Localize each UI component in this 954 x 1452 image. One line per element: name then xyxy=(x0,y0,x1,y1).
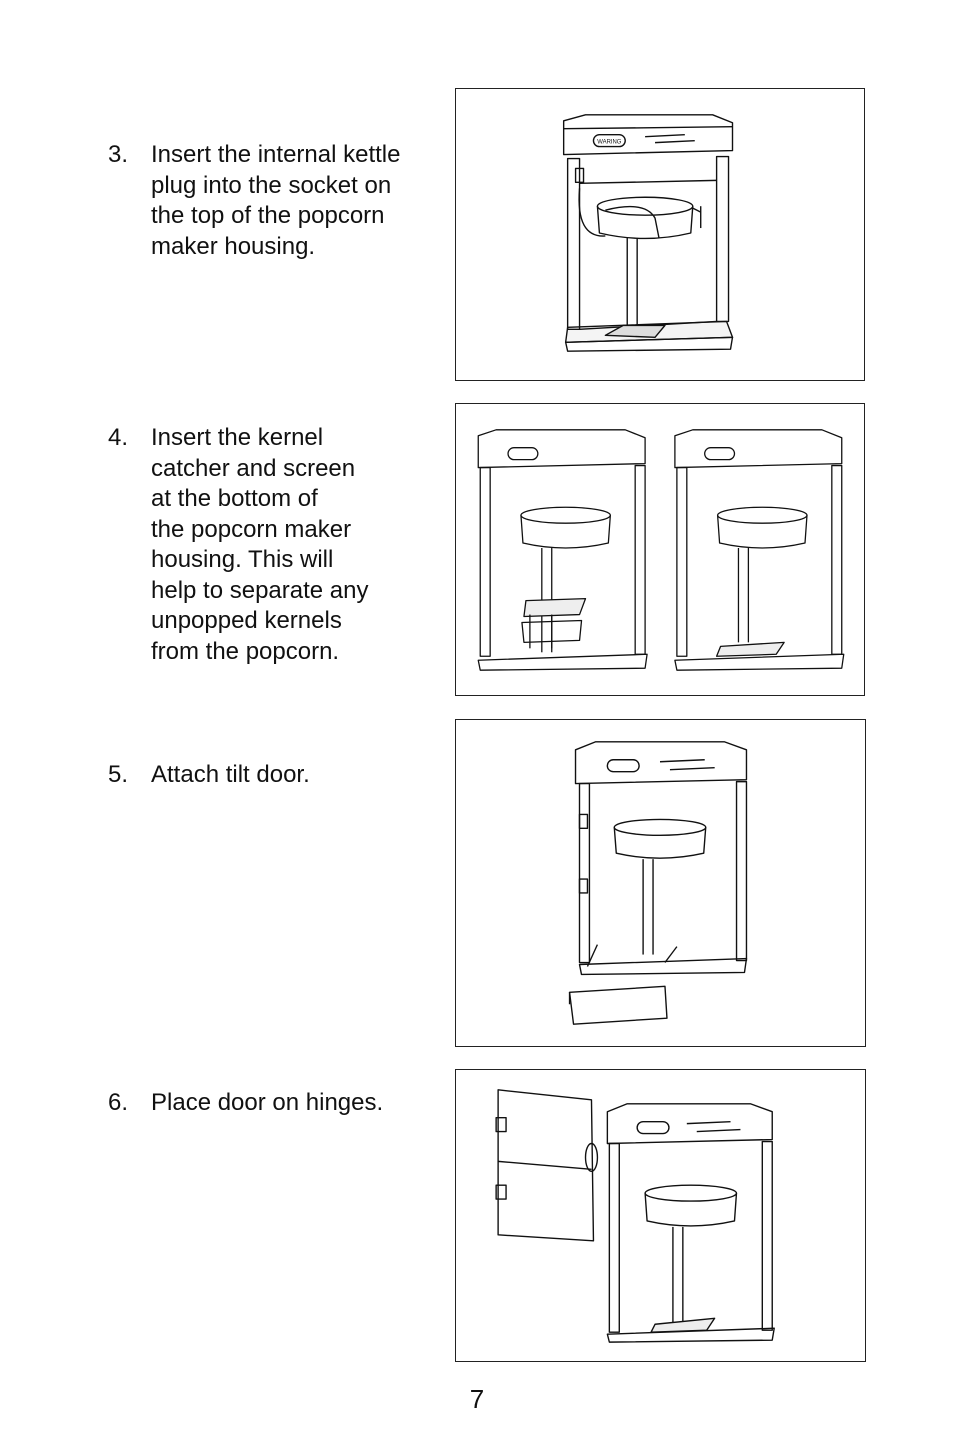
figure-step-6-door-on-hinges xyxy=(455,1069,866,1362)
step-5: 5. Attach tilt door. xyxy=(108,760,443,791)
step-6: 6. Place door on hinges. xyxy=(108,1088,443,1119)
page-number: 7 xyxy=(469,1384,485,1414)
popcorn-maker-illustration xyxy=(568,741,748,1025)
figure-step-4-kernel-catcher xyxy=(455,403,865,696)
brand-logo: WARING xyxy=(597,140,622,146)
step-text: Place door on hinges. xyxy=(151,1089,384,1116)
step-text: Insert the internal kettle plug into the… xyxy=(151,141,401,260)
step-number: 3. xyxy=(108,141,129,168)
step-3: 3. Insert the internal kettle plug into … xyxy=(108,140,443,262)
step-number: 6. xyxy=(108,1089,129,1116)
step-text: Attach tilt door. xyxy=(151,761,310,788)
step-number: 4. xyxy=(108,424,129,451)
popcorn-maker-illustration: WARING xyxy=(562,114,734,352)
popcorn-maker-illustration xyxy=(495,1089,775,1343)
figure-step-3-kettle-plug: WARING xyxy=(455,88,865,381)
popcorn-maker-illustration-pair xyxy=(477,429,845,671)
step-number: 5. xyxy=(108,761,129,788)
step-text: Insert the kernel catcher and screen at … xyxy=(151,424,369,665)
figure-step-5-tilt-door xyxy=(455,719,866,1047)
step-4: 4. Insert the kernel catcher and screen … xyxy=(108,423,443,667)
